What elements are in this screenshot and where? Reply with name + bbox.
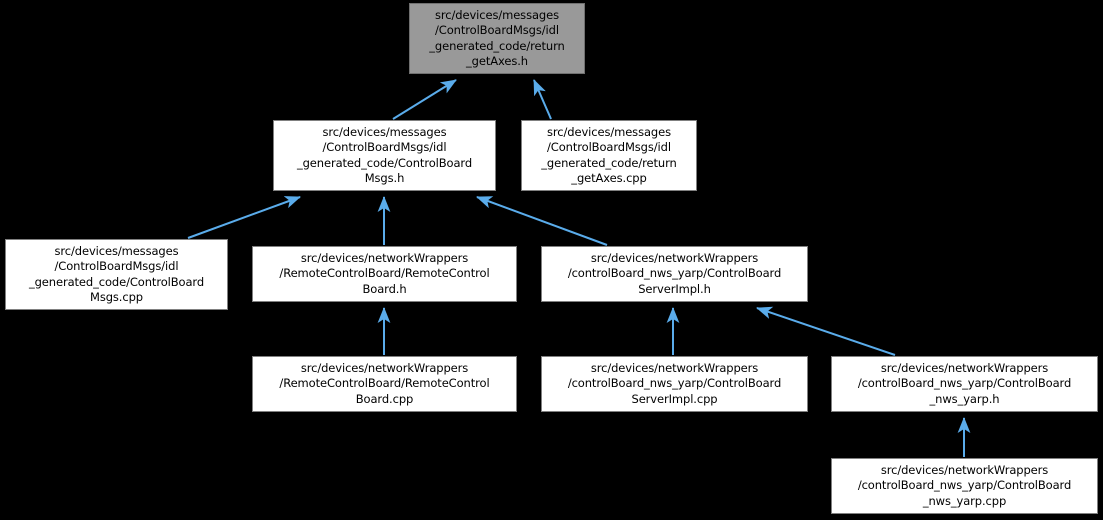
graph-node-label: src/devices/messages /ControlBoardMsgs/i… xyxy=(541,125,677,185)
graph-node-label: src/devices/networkWrappers /controlBoar… xyxy=(857,463,1072,508)
graph-node-return_getAxes_cpp[interactable]: src/devices/messages /ControlBoardMsgs/i… xyxy=(521,120,697,191)
edges-group xyxy=(187,79,971,457)
graph-node-label: src/devices/networkWrappers /controlBoar… xyxy=(857,361,1072,406)
graph-node-ControlBoard_nws_yarp_h[interactable]: src/devices/networkWrappers /controlBoar… xyxy=(831,356,1098,412)
graph-edge-ControlBoard_nws_yarp_h-to-ControlBoardServerImpl_h xyxy=(756,306,896,356)
graph-node-ControlBoardServerImpl_h[interactable]: src/devices/networkWrappers /controlBoar… xyxy=(541,246,808,302)
graph-node-label: src/devices/networkWrappers /RemoteContr… xyxy=(279,251,490,296)
graph-node-label: src/devices/networkWrappers /controlBoar… xyxy=(567,361,782,406)
graph-node-ControlBoard_nws_yarp_cpp[interactable]: src/devices/networkWrappers /controlBoar… xyxy=(831,458,1098,514)
graph-node-label: src/devices/networkWrappers /controlBoar… xyxy=(567,251,782,296)
graph-node-RemoteControlBoard_cpp[interactable]: src/devices/networkWrappers /RemoteContr… xyxy=(252,356,517,412)
graph-node-label: src/devices/messages /ControlBoardMsgs/i… xyxy=(28,244,205,304)
graph-node-ControlBoardMsgs_cpp[interactable]: src/devices/messages /ControlBoardMsgs/i… xyxy=(5,239,228,310)
graph-node-RemoteControlBoard_h[interactable]: src/devices/networkWrappers /RemoteContr… xyxy=(252,246,517,302)
graph-edge-ControlBoardMsgs_cpp-to-ControlBoardMsgs_h xyxy=(187,196,301,239)
graph-node-return_getAxes_h[interactable]: src/devices/messages /ControlBoardMsgs/i… xyxy=(409,3,585,74)
graph-edge-return_getAxes_cpp-to-return_getAxes_h xyxy=(533,79,552,120)
graph-edge-ControlBoardMsgs_h-to-return_getAxes_h xyxy=(392,79,457,120)
graph-edge-ControlBoardServerImpl_h-to-ControlBoardMsgs_h xyxy=(476,196,608,246)
graph-node-ControlBoardMsgs_h[interactable]: src/devices/messages /ControlBoardMsgs/i… xyxy=(273,120,496,191)
graph-node-label: src/devices/networkWrappers /RemoteContr… xyxy=(279,361,490,406)
graph-node-label: src/devices/messages /ControlBoardMsgs/i… xyxy=(429,8,565,68)
graph-node-ControlBoardServerImpl_cpp[interactable]: src/devices/networkWrappers /controlBoar… xyxy=(541,356,808,412)
graph-node-label: src/devices/messages /ControlBoardMsgs/i… xyxy=(296,125,473,185)
